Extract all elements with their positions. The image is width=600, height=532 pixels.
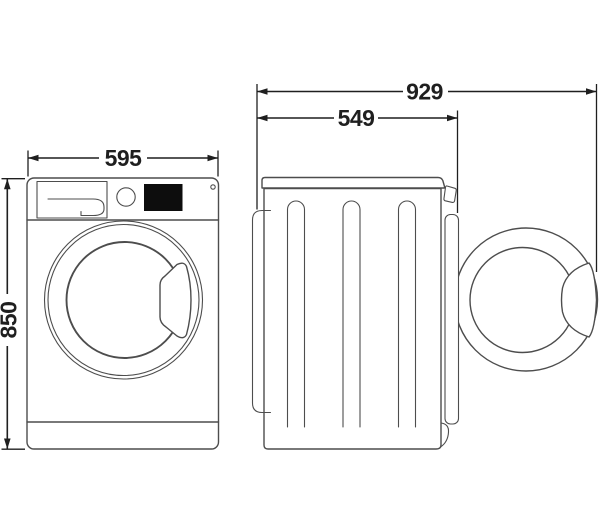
side-rib-3 — [397, 200, 417, 428]
dim-929-arrow-right — [586, 88, 597, 95]
open-door-ring-inner — [469, 246, 576, 354]
dim-850-arrow-bottom — [4, 438, 11, 449]
side-lid — [261, 176, 446, 189]
dim-front-height: 850 — [0, 178, 25, 450]
drawer-handle-groove — [47, 198, 105, 217]
dim-depth: 549 — [257, 105, 459, 213]
side-body-outline — [263, 187, 442, 450]
dim-595-label: 595 — [105, 145, 143, 171]
power-indicator-dot — [210, 184, 216, 190]
door-mount-panel — [444, 213, 460, 425]
front-view — [26, 177, 220, 450]
open-door-handle — [560, 262, 598, 338]
dim-929-arrow-left — [257, 88, 268, 95]
dimensions: 595 850 929 549 — [0, 79, 598, 450]
door-latch — [443, 185, 457, 203]
front-body-outline — [26, 177, 220, 450]
back-panel — [251, 209, 272, 414]
side-view — [251, 176, 599, 450]
dim-549-label: 549 — [338, 105, 375, 131]
side-rib-2 — [342, 200, 361, 428]
door-rim-outer — [43, 220, 204, 380]
dim-front-width: 595 — [27, 145, 219, 177]
program-knob — [116, 187, 136, 207]
dim-open-door-depth: 929 — [256, 79, 598, 272]
dim-929-label: 929 — [406, 79, 443, 105]
door-rim-inner — [47, 223, 200, 377]
dim-850-arrow-top — [4, 178, 11, 190]
hinge-bottom-tab — [439, 422, 450, 448]
dim-595-arrow-right — [207, 154, 218, 162]
door-handle — [159, 262, 192, 339]
display-screen — [144, 184, 183, 211]
side-rib-1 — [286, 200, 306, 428]
dim-850-label: 850 — [0, 302, 22, 339]
dim-549-arrow-left — [257, 114, 268, 122]
detergent-drawer — [36, 180, 108, 219]
dim-549-arrow-right — [447, 114, 458, 122]
dim-595-arrow-left — [28, 154, 39, 162]
